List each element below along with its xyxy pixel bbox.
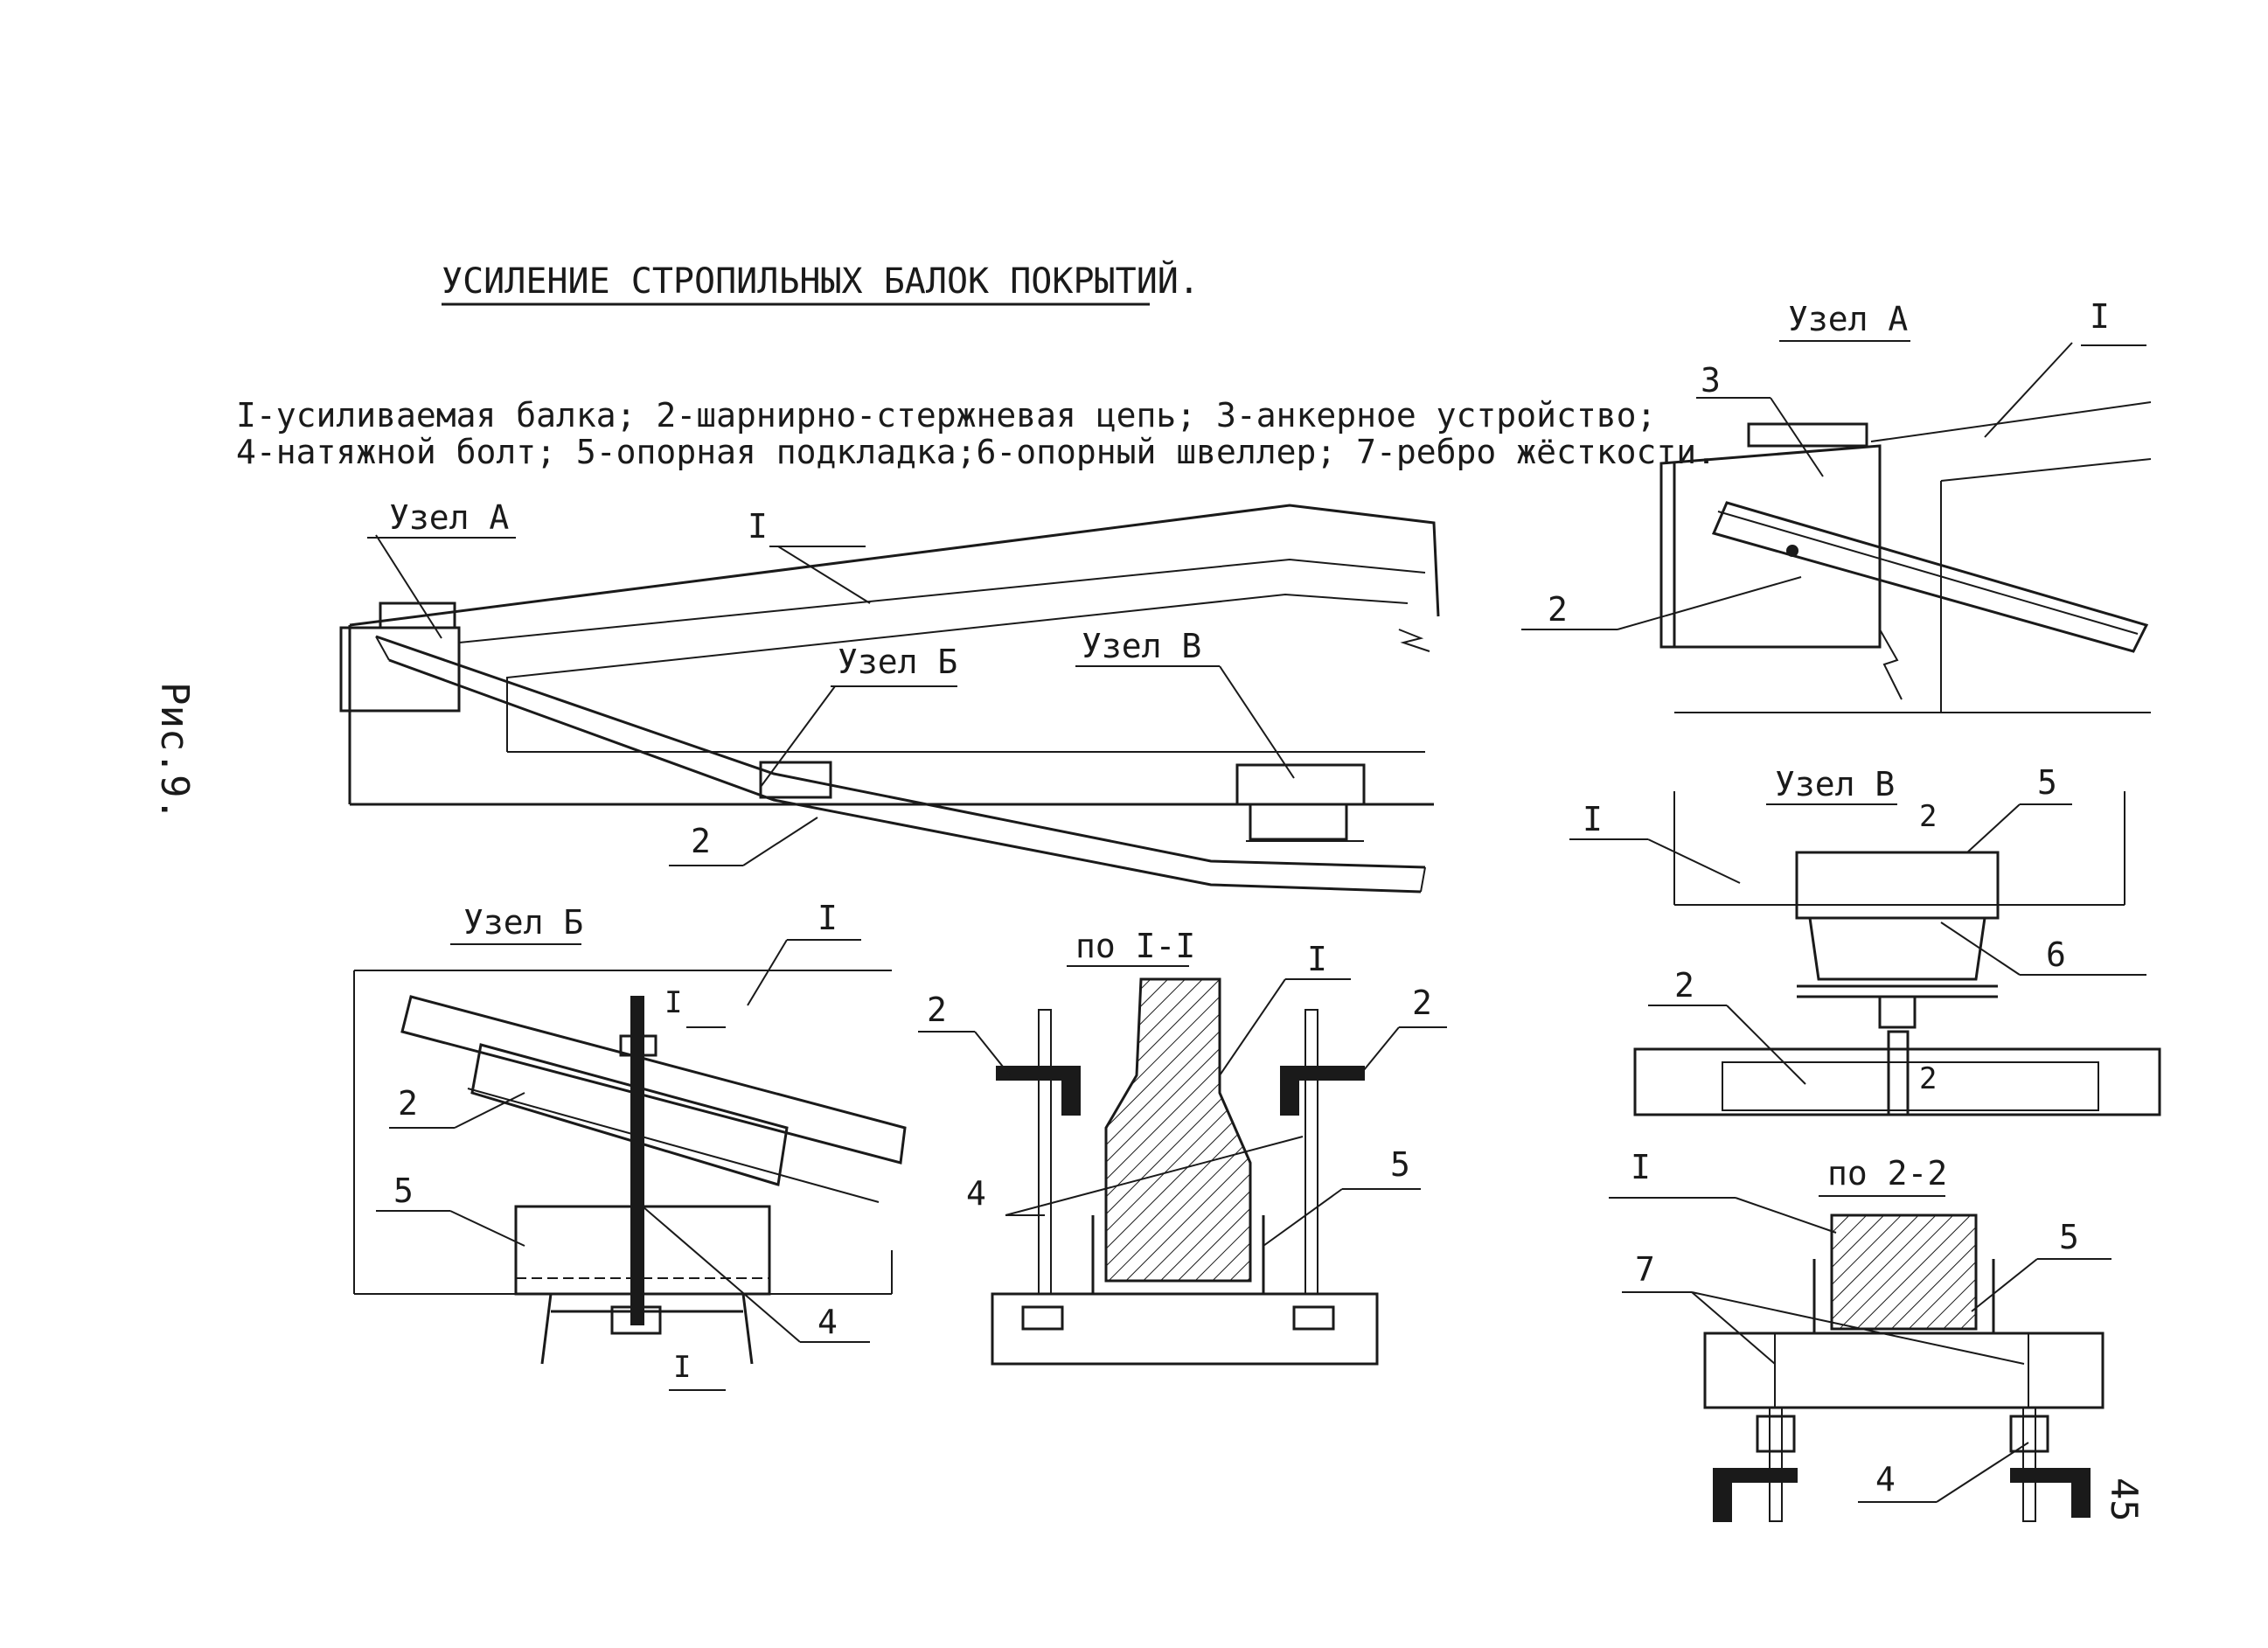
legend-line-2: 4-натяжной болт; 5-опорная подкладка;6-о…	[236, 433, 1716, 471]
node-a-title: Узел А	[1788, 300, 1908, 338]
main-elevation: Узел А I Узел Б Узел В 2	[339, 498, 1440, 894]
section-1-1-callout-2-right: 2	[1412, 984, 1432, 1022]
section-1-1: по I-I I 2 2 4 5	[918, 927, 1447, 1366]
node-v-callout-6: 6	[2046, 935, 2066, 974]
node-a-callout-3: 3	[1701, 361, 1721, 400]
main-uzel-v-label: Узел В	[1082, 627, 1201, 665]
figure-label: Рис.9.	[152, 682, 197, 821]
node-v-callout-2: 2	[1674, 966, 1694, 1005]
node-b-callout-5: 5	[393, 1172, 414, 1210]
node-a-detail: Узел А I 3 2	[1521, 297, 2152, 713]
node-v-callout-1: I	[1583, 800, 1603, 838]
section-1-1-callout-2-left: 2	[927, 991, 947, 1029]
node-b-cut-bottom: I	[673, 1350, 691, 1385]
main-uzel-b-label: Узел Б	[838, 643, 957, 681]
section-1-1-callout-1: I	[1307, 940, 1327, 978]
main-callout-1: I	[748, 507, 768, 546]
main-uzel-a-label: Узел А	[389, 498, 509, 537]
hinge-rod-chain	[375, 635, 1426, 869]
node-b-title: Узел Б	[463, 903, 583, 942]
section-2-2-callout-7: 7	[1635, 1250, 1655, 1289]
section-2-2: по 2-2 I 5 7 4	[1609, 1148, 2111, 1522]
section-2-2-callout-5: 5	[2059, 1218, 2079, 1256]
section-2-2-callout-4: 4	[1875, 1460, 1896, 1498]
node-v-callout-5: 5	[2037, 763, 2057, 802]
node-b-cut-top: I	[664, 985, 682, 1020]
section-1-1-title: по I-I	[1075, 927, 1195, 965]
node-b-callout-2: 2	[398, 1084, 418, 1123]
node-v-cut-bottom: 2	[1919, 1061, 1937, 1096]
node-v-detail: Узел В 2 5 I 6 2 2	[1569, 763, 2161, 1116]
section-1-1-callout-5: 5	[1390, 1145, 1410, 1184]
node-a-callout-1: I	[2090, 297, 2110, 336]
beam-section-hatched	[1104, 977, 1252, 1283]
section-2-2-callout-1: I	[1631, 1148, 1651, 1186]
node-b-callout-4: 4	[817, 1303, 838, 1341]
beam-section-hatched-2	[1830, 1213, 1978, 1331]
main-callout-2: 2	[691, 822, 711, 860]
node-v-title: Узел В	[1775, 765, 1895, 803]
node-b-callout-1: I	[817, 899, 838, 937]
node-b-detail: Узел Б I I 2 5 4 I	[353, 899, 907, 1391]
section-2-2-title: по 2-2	[1827, 1154, 1947, 1193]
beam-outline	[349, 504, 1440, 627]
page-title: УСИЛЕНИЕ СТРОПИЛЬНЫХ БАЛОК ПОКРЫТИЙ.	[442, 260, 1200, 302]
page-number: 45	[2103, 1478, 2146, 1522]
node-a-callout-2: 2	[1548, 590, 1568, 629]
legend-line-1: I-усиливаемая балка; 2-шарнирно-стержнев…	[236, 396, 1656, 435]
section-1-1-callout-4: 4	[966, 1174, 986, 1213]
node-v-cut-top: 2	[1919, 799, 1937, 834]
